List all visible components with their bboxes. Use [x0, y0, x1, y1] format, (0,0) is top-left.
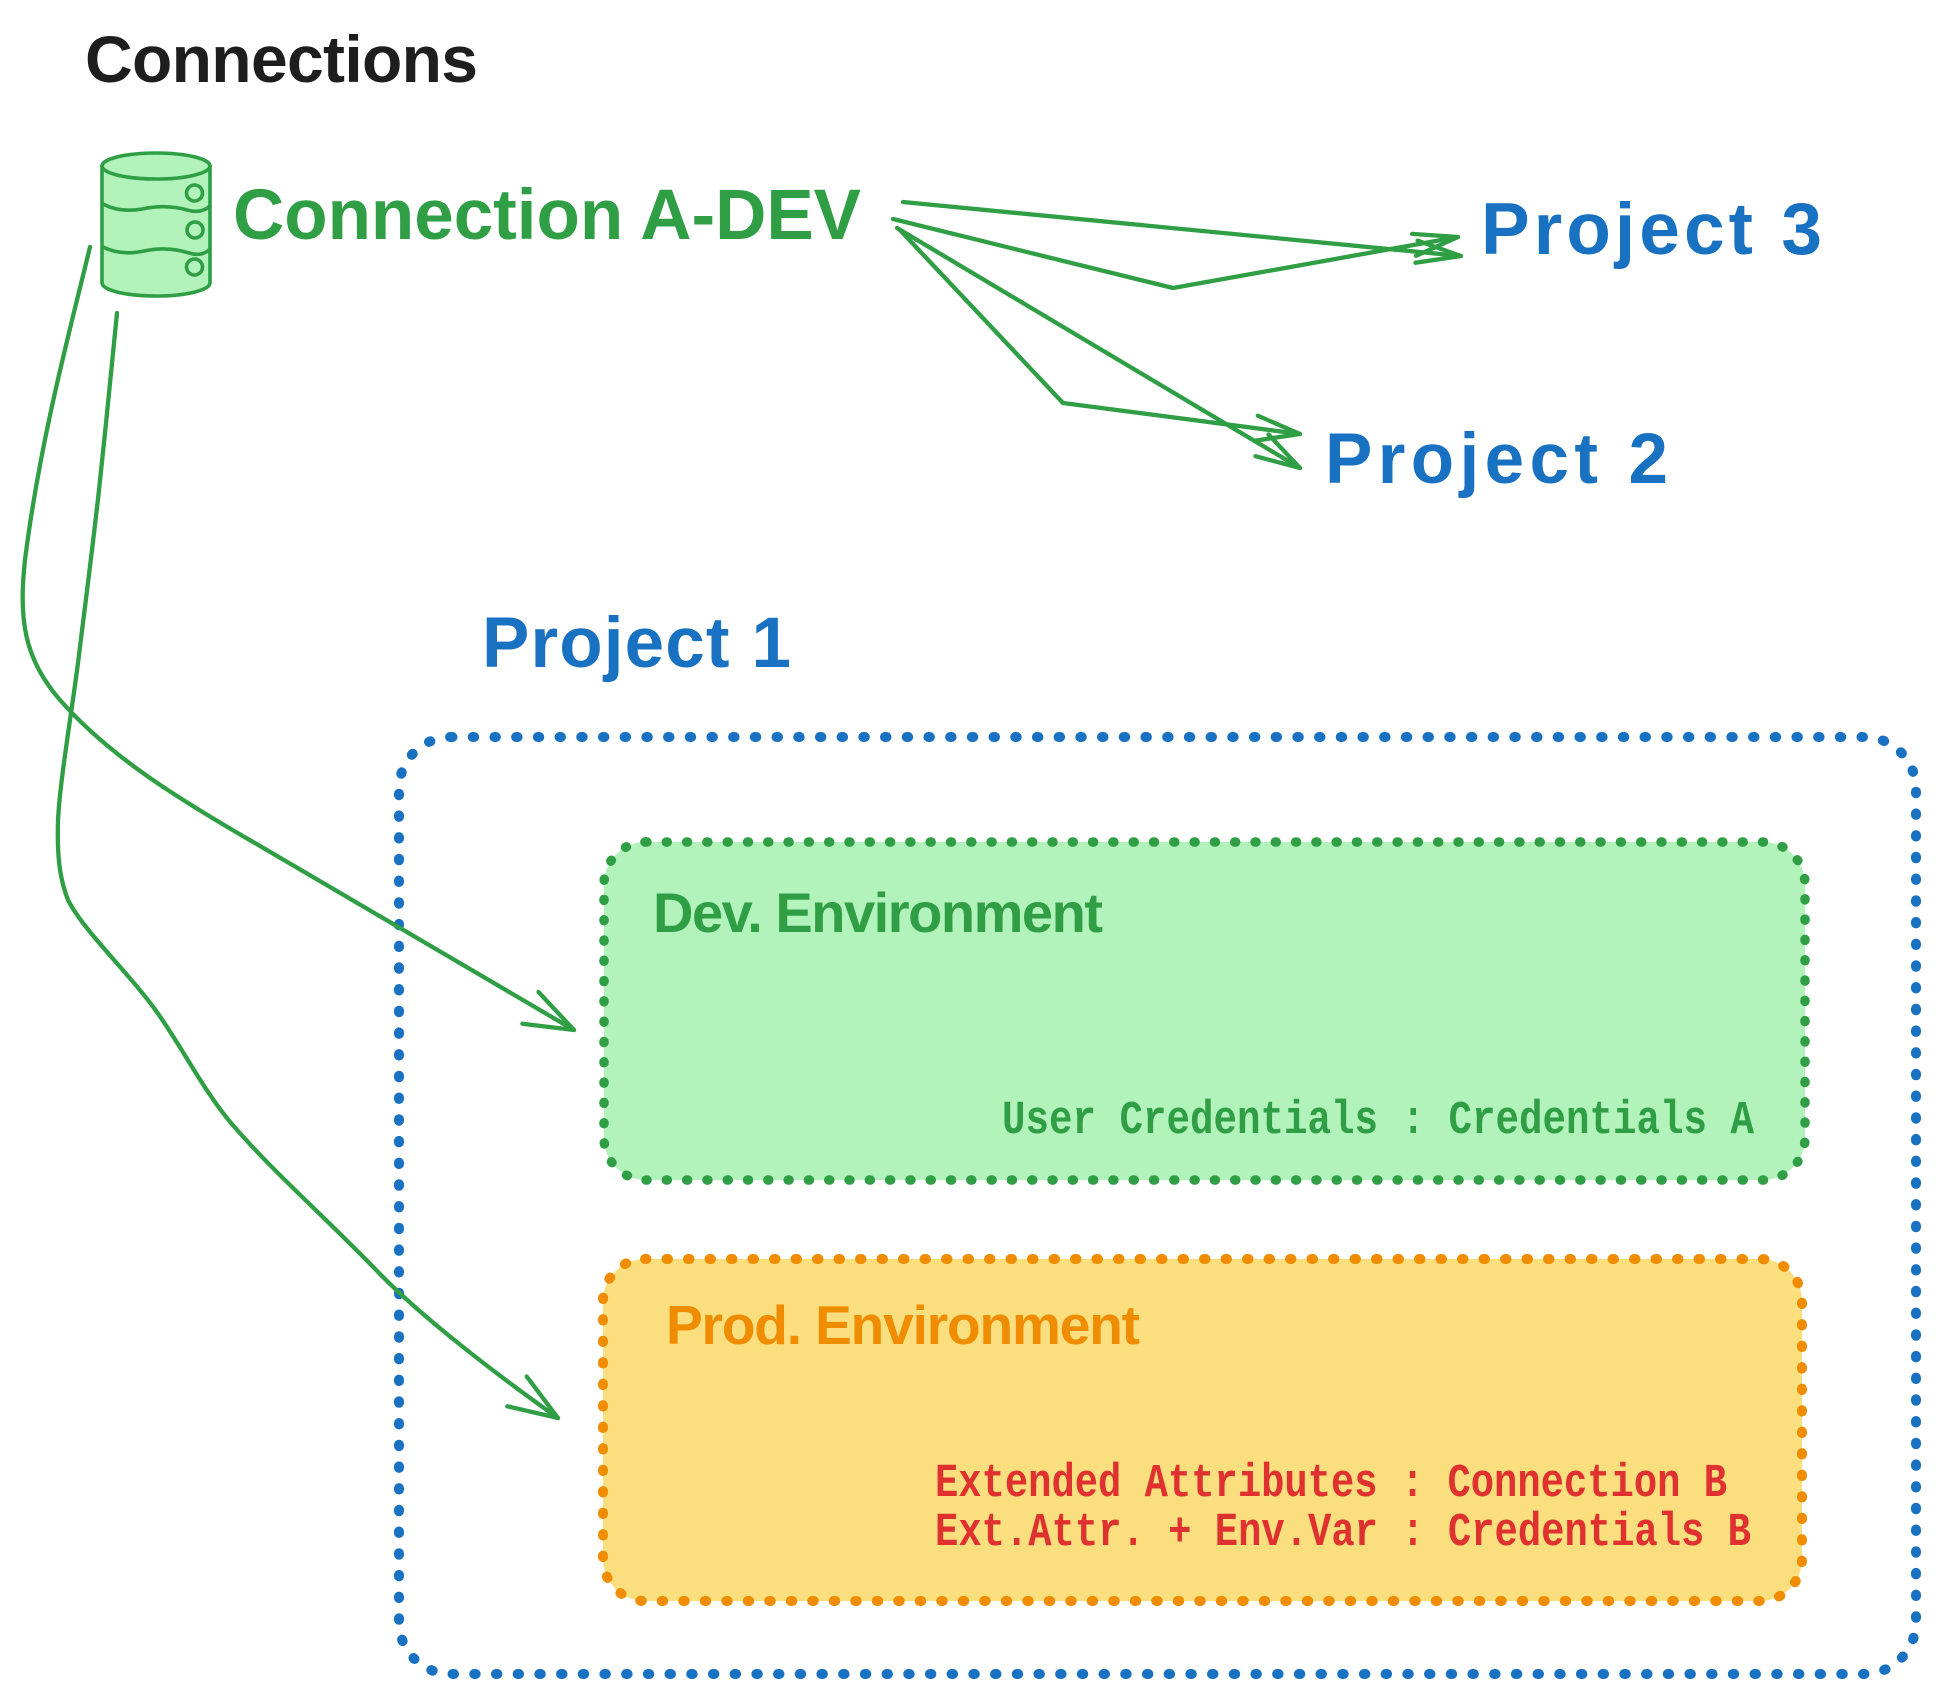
svg-text:User Credentials : Credentials: User Credentials : Credentials A — [1002, 1095, 1755, 1148]
svg-text:Project 1: Project 1 — [482, 604, 791, 683]
svg-text:Prod. Environment: Prod. Environment — [666, 1294, 1140, 1356]
svg-text:Project 2: Project 2 — [1325, 420, 1668, 499]
svg-text:Connection A-DEV: Connection A-DEV — [233, 176, 861, 255]
svg-text:Ext.Attr. + Env.Var : Credenti: Ext.Attr. + Env.Var : Credentials B — [935, 1507, 1751, 1560]
svg-text:Project 3: Project 3 — [1481, 189, 1822, 270]
svg-text:Connections: Connections — [85, 22, 478, 96]
svg-text:Extended Attributes : Connecti: Extended Attributes : Connection B — [935, 1458, 1727, 1511]
svg-text:Dev. Environment: Dev. Environment — [653, 881, 1103, 944]
